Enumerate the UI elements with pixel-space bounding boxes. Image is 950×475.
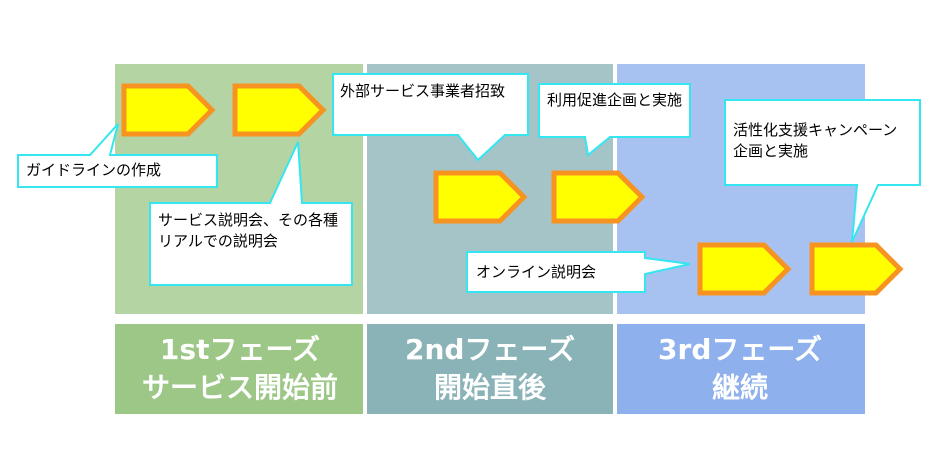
phase-3-subtitle: 継続 [711,371,768,404]
phase-2-label: 2ndフェーズ 開始直後 [365,324,615,414]
callout-6-text: 活性化支援キャンペーン企画と実施 [733,121,898,160]
phase-1-title: 1stフェーズ [159,333,321,366]
label-divider [115,314,865,324]
callout-shape-1 [17,123,218,188]
callout-shape-5 [466,251,691,293]
phase-divider-2 [613,64,617,414]
phase-divider-1 [363,64,367,414]
callout-3-text: 外部サービス事業者招致 [340,82,506,100]
phase-3-label: 3rdフェーズ 継続 [615,324,865,414]
phase-1-label: 1stフェーズ サービス開始前 [115,324,365,414]
phase-3-title: 3rdフェーズ [658,333,822,366]
phase-2-subtitle: 開始直後 [433,371,546,404]
callout-shape-3 [332,73,529,162]
callout-shape-4 [538,83,691,157]
arrow-shape-4 [551,170,646,224]
phase-2-title: 2ndフェーズ [404,333,576,366]
callout-shape-2 [149,141,353,286]
callout-5-text: オンライン説明会 [476,263,597,281]
callout-1-text: ガイドラインの作成 [26,161,162,179]
arrow-shape-6 [809,242,904,296]
callout-shape-6 [724,99,921,243]
callout-2-text: サービス説明会、その各種リアルでの説明会 [158,211,339,250]
arrow-shape-1 [121,83,216,137]
phase-1-subtitle: サービス開始前 [141,371,338,404]
callout-4-text: 利用促進企画と実施 [547,91,683,109]
arrow-shape-5 [697,242,792,296]
arrow-shape-2 [232,83,327,137]
arrow-shape-3 [433,170,528,224]
